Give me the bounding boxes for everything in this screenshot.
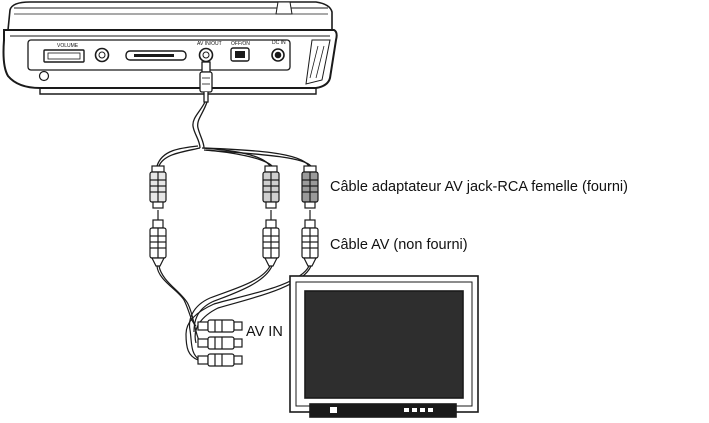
tv-base (309, 403, 457, 418)
dc-in-label: DC IN (272, 40, 286, 46)
off-on-label: OFF/ON (231, 41, 250, 47)
av-in-plug-3 (197, 353, 243, 367)
rca-plug-middle (262, 165, 280, 267)
tv-screen (304, 290, 464, 399)
av-in-plug-1 (197, 319, 243, 333)
av-jack-plug (199, 61, 213, 103)
rca-plug-left (149, 165, 167, 267)
adapter-cable-label: Câble adaptateur AV jack-RCA femelle (fo… (330, 179, 628, 195)
adapter-cable-wires (156, 101, 312, 167)
portable-dvd-player (2, 1, 338, 95)
av-in-plug-2 (197, 336, 243, 350)
volume-label: VOLUME (57, 43, 79, 49)
av-cable-label: Câble AV (non fourni) (330, 237, 468, 253)
rca-plug-right (301, 165, 319, 267)
television (289, 275, 479, 418)
av-inout-label: AV IN/OUT (197, 41, 222, 47)
av-in-plugs (197, 319, 243, 367)
av-in-label: AV IN (246, 324, 283, 340)
